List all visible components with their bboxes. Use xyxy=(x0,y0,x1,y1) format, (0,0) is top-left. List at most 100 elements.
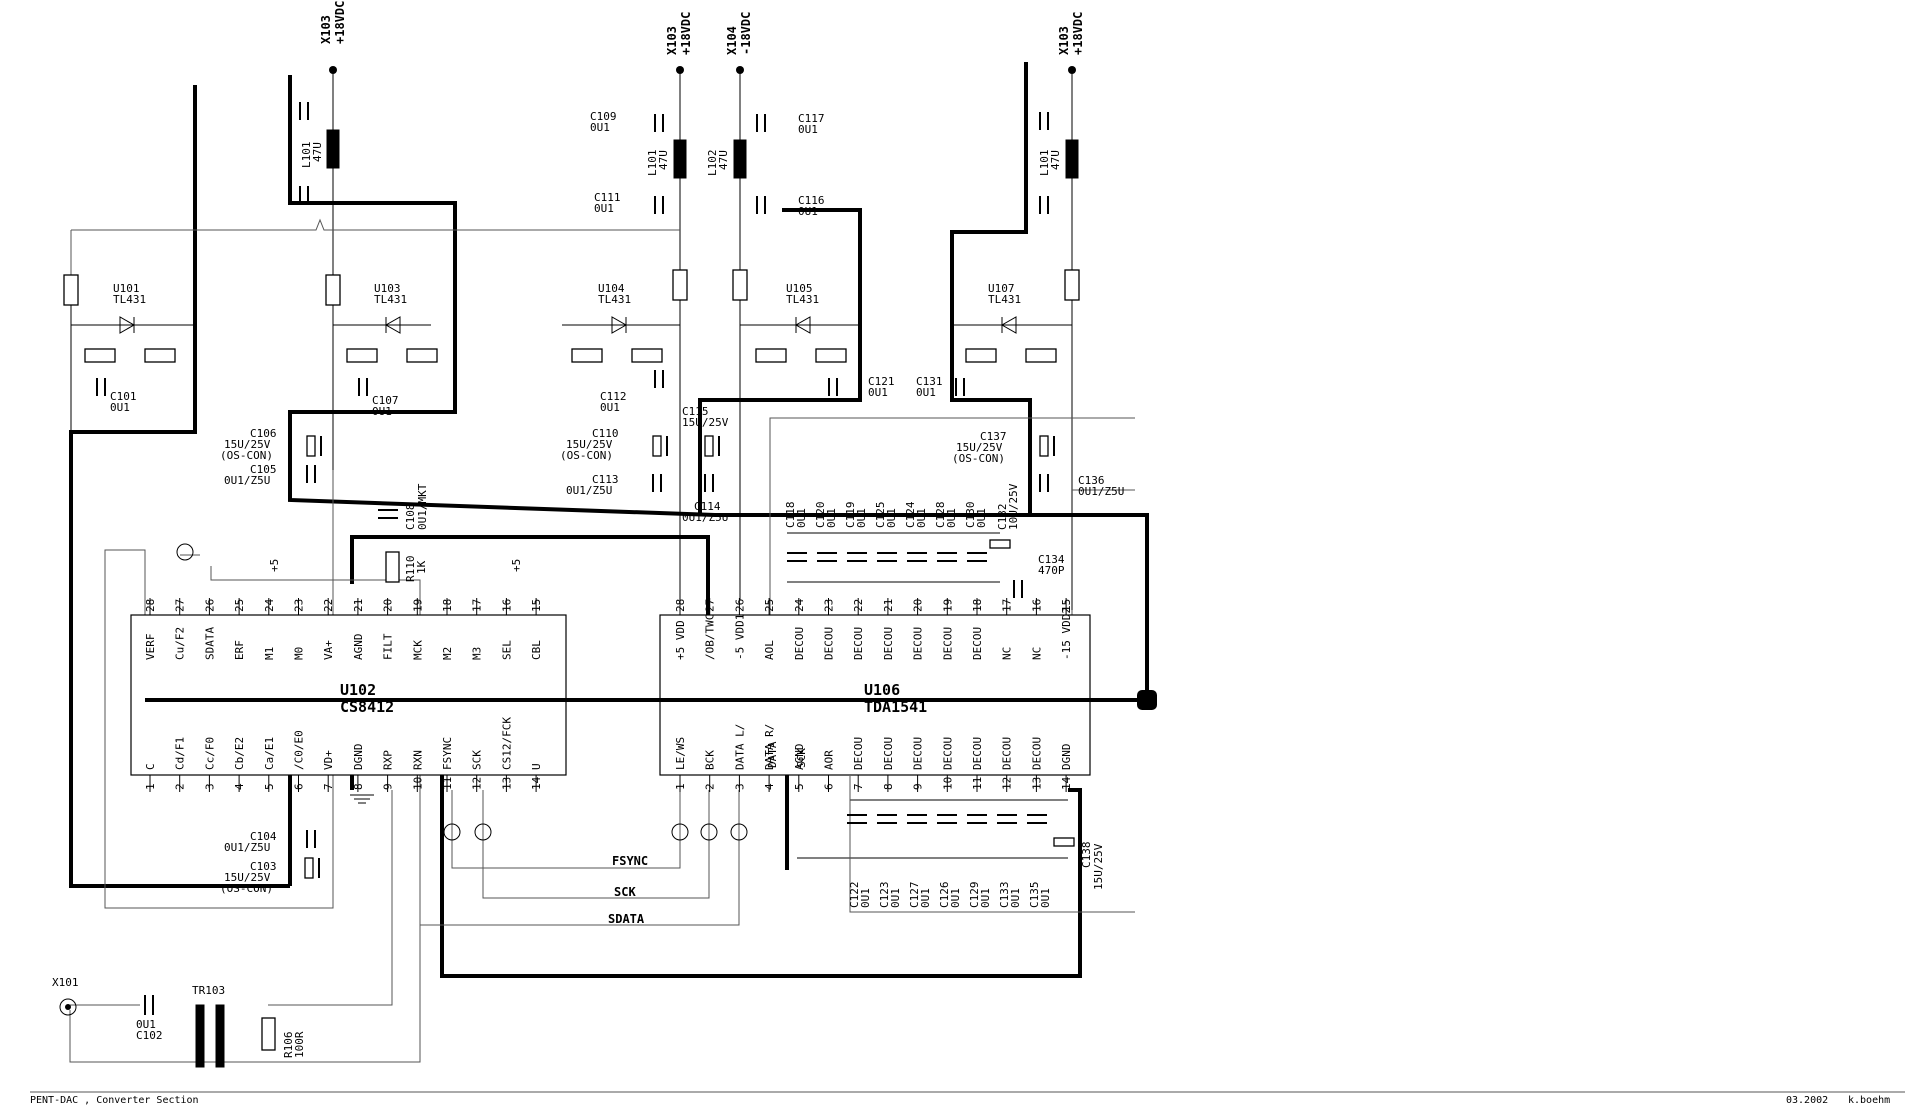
c137-note: (OS-CON) xyxy=(952,452,1005,465)
u103-ref: U103 xyxy=(374,282,401,295)
resistor-u105-top xyxy=(732,269,748,301)
inductor-4 xyxy=(1065,139,1079,179)
u102-bot-pin-num-13: 13 xyxy=(500,777,513,790)
cap-c110 xyxy=(652,435,668,457)
c106-note: (OS-CON) xyxy=(220,449,273,462)
cap-c103 xyxy=(304,857,320,879)
c121-val: 0U1 xyxy=(868,386,888,399)
rail-value-3: -18VDC xyxy=(739,12,753,55)
u106-top-pin-name-24: DECOU xyxy=(793,627,806,660)
u102-bot-pin-name-10: RXN xyxy=(411,750,424,770)
decou-bottom-caps xyxy=(847,814,1047,824)
inductor-value-4: 47U xyxy=(1049,150,1062,170)
cap-c116 xyxy=(756,196,766,214)
u102-bot-pin-name-9: RXP xyxy=(382,750,395,770)
rail-terminal-3 xyxy=(736,66,744,74)
cap-c136 xyxy=(1039,474,1049,492)
c103-note: (OS-CON) xyxy=(220,882,273,895)
u105-ref: U105 xyxy=(786,282,813,295)
u102-bot-pin-name-8: DGND xyxy=(352,744,365,771)
cap-c137 xyxy=(1039,435,1055,457)
tl431-u104-symbol xyxy=(611,316,628,334)
resistor-r110 xyxy=(385,551,400,583)
u106-bot-pin-name-7: DECOU xyxy=(852,737,865,770)
c117-val: 0U1 xyxy=(798,123,818,136)
resistor-u101-a xyxy=(84,348,116,363)
decou-bottom-val-3: 0U1 xyxy=(949,888,962,908)
decou-top-ref-6: C130 xyxy=(964,502,977,529)
u106-data-sub-l: DATA xyxy=(766,741,779,768)
u106-bot-pin-name-14: DGND xyxy=(1060,744,1073,771)
c116-ref: C116 xyxy=(798,194,825,207)
u106-chip xyxy=(659,614,1091,776)
u102-bot-pin-name-13: CS12/FCK xyxy=(500,717,513,770)
transformer-label: TR103 xyxy=(192,984,225,997)
resistor-u101-b xyxy=(144,348,176,363)
u101-ref: U101 xyxy=(113,282,140,295)
resistor-u103-a xyxy=(346,348,378,363)
decou-bottom-val-2: 0U1 xyxy=(919,888,932,908)
c132-val: 10U/25V xyxy=(1007,483,1020,530)
cap-l101-a xyxy=(299,102,309,120)
resistor-u105-b xyxy=(815,348,847,363)
u102-bot-pin-name-3: Cc/F0 xyxy=(203,737,216,770)
u106-top-pin-name-21: DECOU xyxy=(882,627,895,660)
rail-label-2: X103 xyxy=(665,26,679,55)
c138-ref: C138 xyxy=(1080,842,1093,869)
inductor-label-1: L101 xyxy=(300,142,313,169)
decou-bottom-ref-2: C127 xyxy=(908,882,921,909)
cap-c109 xyxy=(654,114,664,132)
u102-top-pin-name-19: MCK xyxy=(411,640,424,660)
transformer-tr103-symbol xyxy=(195,1004,225,1068)
u106-bot-pin-name-1: LE/WS xyxy=(674,737,687,770)
u102-bot-pin-name-12: SCK xyxy=(471,750,484,770)
u106-bot-pin-name-9: DECOU xyxy=(912,737,925,770)
u102-bot-pin-name-4: Cb/E2 xyxy=(233,737,246,770)
u102-top-pin-name-21: AGND xyxy=(352,634,365,661)
decou-bottom-val-1: 0U1 xyxy=(889,888,902,908)
u102-top-pin-name-28: VERF xyxy=(144,634,157,661)
cap-c132 xyxy=(989,539,1011,549)
u106-top-pin-name-22: DECOU xyxy=(852,627,865,660)
fsync-line xyxy=(451,790,681,869)
inductor-value-1: 47U xyxy=(311,142,324,162)
cap-c105 xyxy=(306,465,316,483)
u102-top-pin-name-23: M0 xyxy=(293,647,306,660)
c131-ref: C131 xyxy=(916,375,943,388)
c137-val: 15U/25V xyxy=(956,441,1003,454)
signal-sck: SCK xyxy=(614,885,636,899)
verf-loop xyxy=(104,470,334,909)
c107-val: 0U1 xyxy=(372,405,392,418)
u106-bot-pin-name-12: DECOU xyxy=(1001,737,1014,770)
u106-top-pin-name-26: -5 VDD1 xyxy=(733,614,746,660)
u107-part: TL431 xyxy=(988,293,1021,306)
inductor-label-3: L102 xyxy=(706,150,719,177)
inductor-value-2: 47U xyxy=(657,150,670,170)
u103-part: TL431 xyxy=(374,293,407,306)
rail-label-3: X104 xyxy=(725,26,739,55)
decou-top-val-2: 0U1 xyxy=(855,508,868,528)
decou-bottom-val-4: 0U1 xyxy=(979,888,992,908)
rail-value-4: +18VDC xyxy=(1071,12,1085,55)
u102-chip xyxy=(130,614,567,776)
u102-bot-pin-name-11: FSYNC xyxy=(441,737,454,770)
inductor-1 xyxy=(326,129,340,169)
input-wire-bot xyxy=(69,790,421,1063)
cap-c117 xyxy=(756,114,766,132)
cap-c138 xyxy=(1053,837,1075,847)
rail-value-1: +18VDC xyxy=(333,1,347,44)
r106-ref: R106 xyxy=(282,1032,295,1059)
decou-top-val-4: 0U1 xyxy=(915,508,928,528)
c113-val: 0U1/Z5U xyxy=(566,484,612,497)
c115-ref: C115 xyxy=(682,405,709,418)
c105-val: 0U1/Z5U xyxy=(224,474,270,487)
c121-ref: C121 xyxy=(868,375,895,388)
u102-part: CS8412 xyxy=(340,698,394,716)
decou-top-ref-2: C119 xyxy=(844,502,857,529)
cap-c113 xyxy=(652,474,662,492)
c134-val: 470P xyxy=(1038,564,1065,577)
ground-symbol xyxy=(350,794,374,804)
decou-bottom-labels: C122 0U1 C123 0U1 C127 0U1 C126 0U1 C129… xyxy=(848,882,1052,909)
inductor-label-4: L101 xyxy=(1038,150,1051,177)
